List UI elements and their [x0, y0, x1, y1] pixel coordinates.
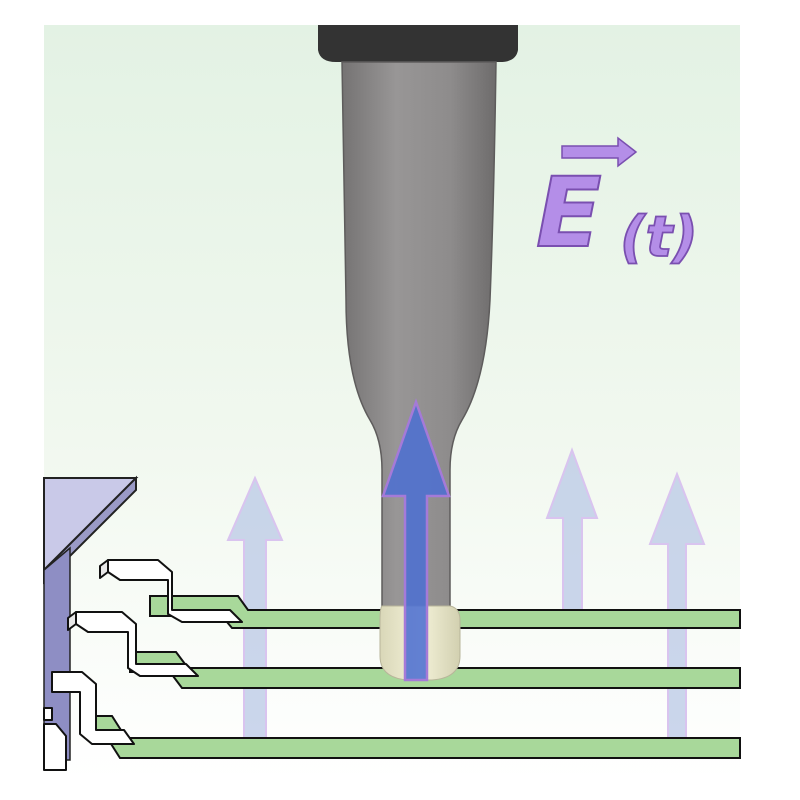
gull-wing-lead-icon: [107, 559, 243, 623]
probe-cap: [318, 25, 518, 62]
field-argument: (t): [620, 205, 698, 270]
field-symbol: E: [536, 157, 602, 269]
vector-arrow-icon: [561, 136, 638, 168]
field-arrow-main-icon: [381, 398, 451, 682]
probe: [318, 25, 518, 681]
gull-wing-lead-icon: [51, 671, 135, 745]
field-arrow-icon: [545, 447, 599, 623]
electric-field-label: E (t): [535, 136, 699, 271]
ic-leads: [43, 559, 243, 771]
gull-wing-lead-icon: [43, 723, 67, 771]
gull-wing-lead-icon: [75, 611, 199, 677]
